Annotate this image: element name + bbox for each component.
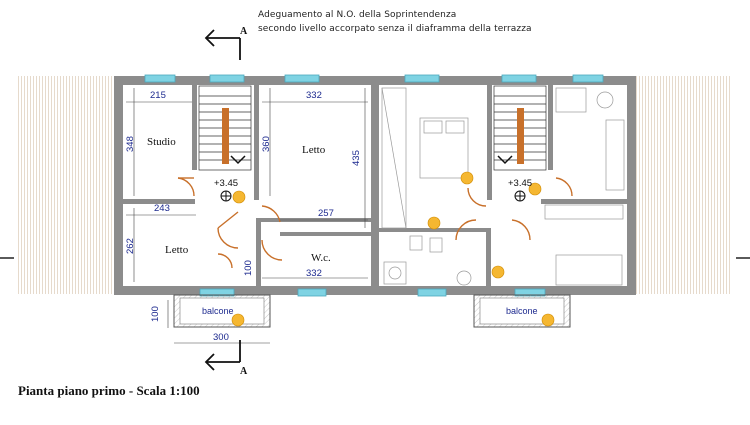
note-line-2: secondo livello accorpato senza il diafr… [258, 24, 532, 34]
section-line-bottom [204, 340, 241, 371]
section-label-top: A [240, 26, 248, 37]
room-letto-bottom: Letto [165, 244, 189, 256]
level-marker-right [514, 190, 526, 202]
dim-100-balcony: 100 [150, 306, 161, 322]
section-line-top [204, 29, 241, 60]
tag-markers [231, 171, 555, 327]
level-marker-left [220, 190, 232, 202]
dim-257: 257 [318, 208, 334, 219]
room-letto-top: Letto [302, 144, 326, 156]
doors [177, 177, 573, 269]
section-label-bottom: A [240, 366, 248, 377]
dim-348: 348 [125, 136, 136, 152]
level-left: +3.45 [214, 178, 239, 189]
furniture [381, 87, 625, 286]
outer-walls [114, 76, 636, 295]
level-right: +3.45 [508, 178, 533, 189]
dim-215: 215 [150, 90, 166, 101]
note-line-1: Adeguamento al N.O. della Soprintendenza [258, 10, 457, 20]
room-wc: W.c. [311, 252, 331, 264]
balcony-left [173, 294, 271, 328]
balcony-left-label: balcone [202, 306, 234, 316]
dim-262: 262 [125, 238, 136, 254]
dim-360: 360 [261, 136, 272, 152]
dim-332-top: 332 [306, 90, 322, 101]
stairs-left [198, 85, 252, 171]
terrace-left [18, 76, 114, 294]
dim-100-wc: 100 [243, 260, 254, 276]
dim-243: 243 [154, 203, 170, 214]
dim-332-wc: 332 [306, 268, 322, 279]
windows [144, 74, 604, 297]
terrace-right [636, 76, 732, 294]
balcony-right-label: balcone [506, 306, 538, 316]
dim-300: 300 [213, 332, 229, 343]
plan-caption: Pianta piano primo - Scala 1:100 [18, 383, 200, 398]
room-studio: Studio [147, 136, 176, 148]
dim-435: 435 [351, 150, 362, 166]
stairs-right [493, 85, 547, 171]
dimension-lines [126, 88, 368, 344]
